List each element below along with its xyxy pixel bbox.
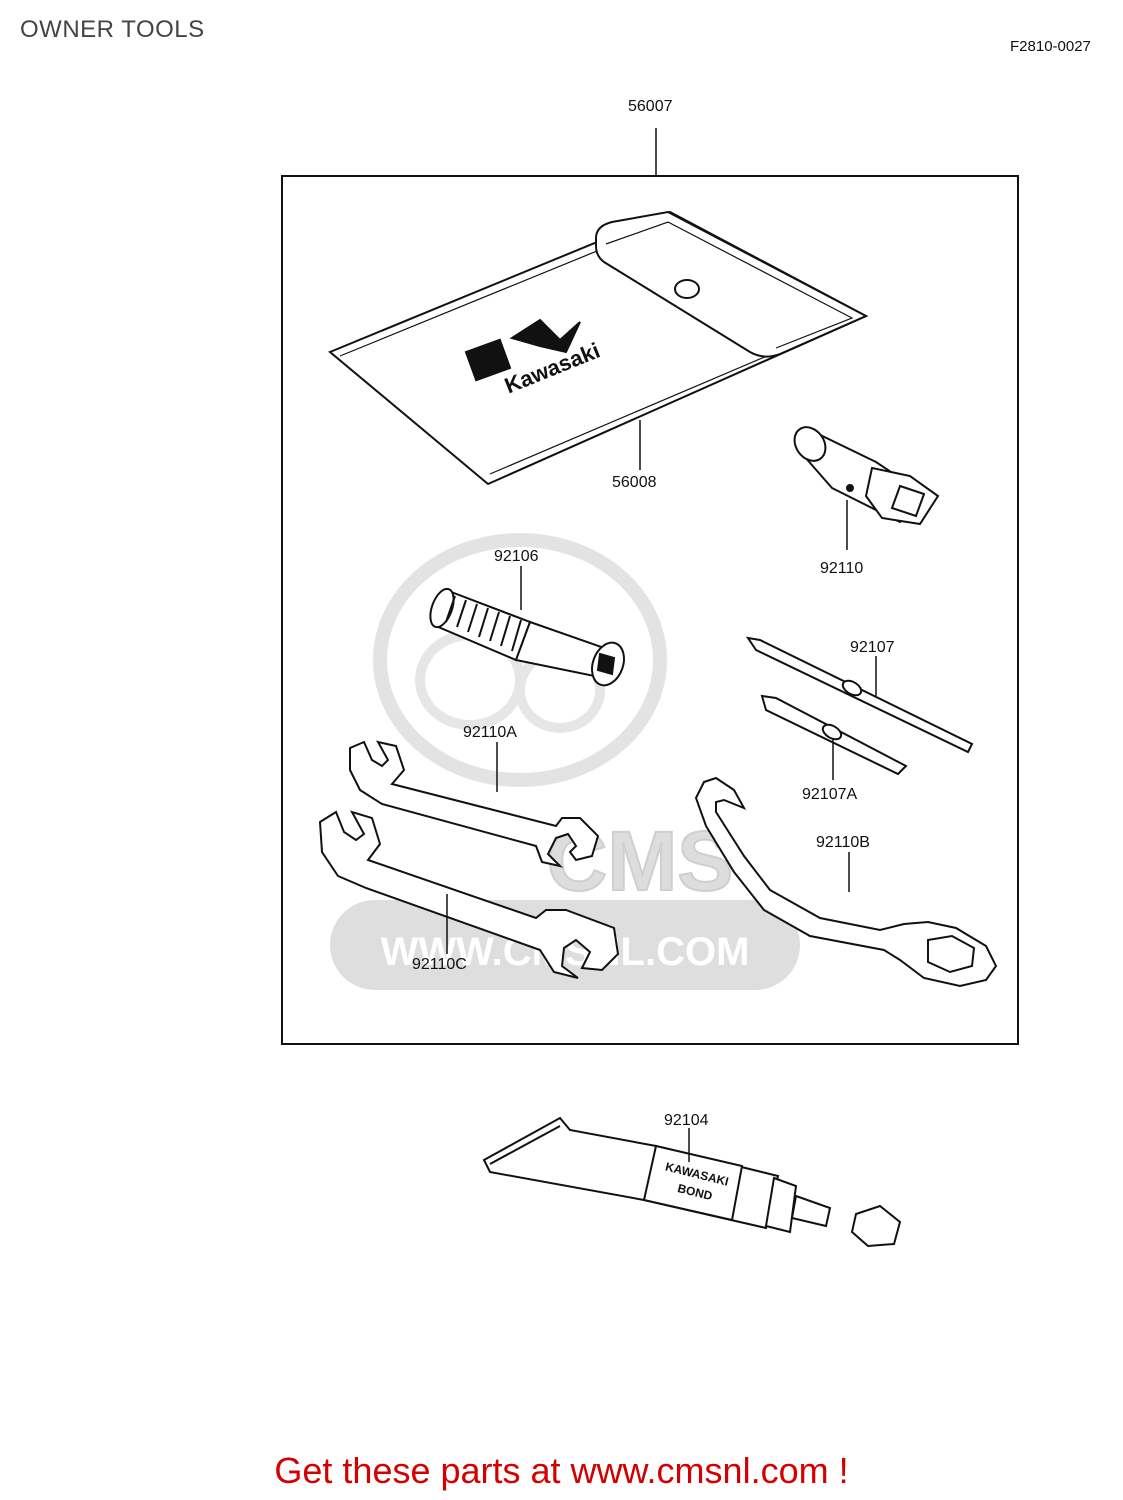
open-end-wrench-92110C (318, 810, 620, 979)
part-label-92107A: 92107A (802, 786, 858, 803)
diagram-code: F2810-0027 (1010, 38, 1091, 55)
screwdriver-handle (429, 587, 625, 687)
part-label-92106: 92106 (494, 548, 539, 565)
hook-spanner-92110B (694, 776, 998, 988)
open-end-wrench-92110A (349, 740, 600, 868)
part-label-92110B: 92110B (816, 834, 870, 851)
spark-plug-wrench (793, 426, 940, 526)
kawasaki-bond-tube: KAWASAKI BOND (482, 1116, 902, 1248)
tool-pouch: Kawasaki (328, 210, 869, 486)
kit-frame (281, 175, 1019, 1045)
part-label-92107: 92107 (850, 639, 895, 656)
part-label-92104: 92104 (664, 1112, 709, 1129)
screwdriver-bit-92107 (745, 636, 974, 754)
part-label-92110C: 92110C (412, 956, 467, 973)
page-title: OWNER TOOLS (20, 16, 205, 43)
part-label-56008: 56008 (612, 474, 657, 491)
part-label-92110A: 92110A (463, 724, 517, 741)
screwdriver-bit-92107A (760, 694, 908, 776)
part-label-92110: 92110 (820, 560, 864, 577)
part-label-56007: 56007 (628, 98, 673, 115)
cta-link[interactable]: Get these parts at www.cmsnl.com ! (274, 1450, 849, 1491)
